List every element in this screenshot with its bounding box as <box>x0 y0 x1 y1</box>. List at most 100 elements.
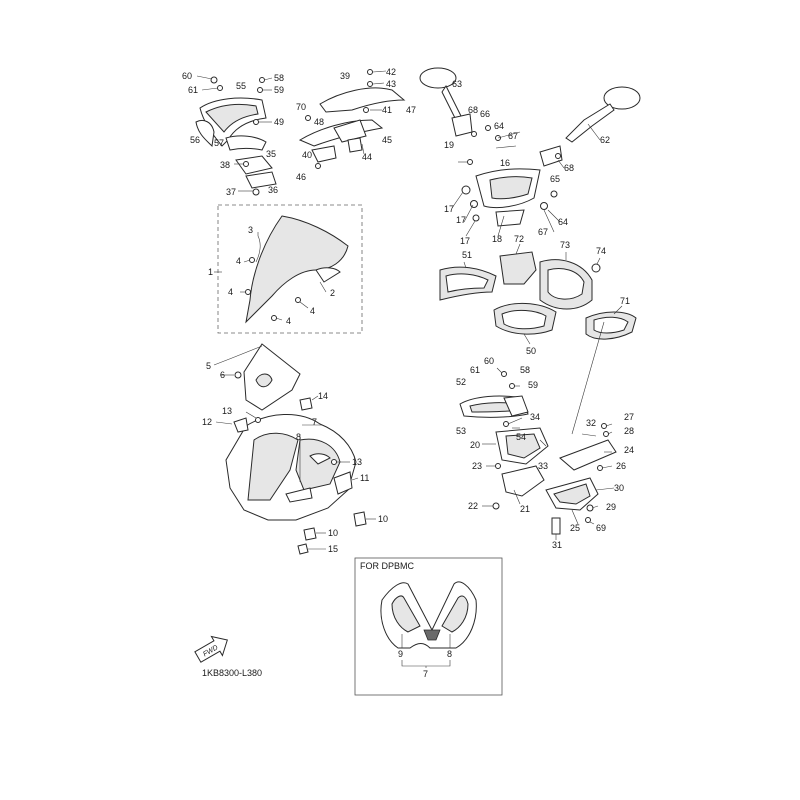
callout-62: 62 <box>600 135 610 145</box>
callout-58: 58 <box>274 73 284 83</box>
callout-18: 18 <box>492 234 502 244</box>
callout-24: 24 <box>624 445 634 455</box>
callout-6: 6 <box>220 370 225 380</box>
callout-4b: 4 <box>228 287 233 297</box>
callout-7: 7 <box>312 417 317 427</box>
callout-10a: 10 <box>378 514 388 524</box>
callout-73: 73 <box>560 240 570 250</box>
callout-16: 16 <box>500 158 510 168</box>
callout-72: 72 <box>514 234 524 244</box>
callout-17a: 17 <box>444 204 454 214</box>
forward-arrow-icon: FWD <box>194 635 228 663</box>
variant-box-title: FOR DPBMC <box>360 561 415 571</box>
callout-59b: 59 <box>528 380 538 390</box>
callout-49: 49 <box>274 117 284 127</box>
side-panel-group <box>459 367 617 540</box>
callout-74: 74 <box>596 246 606 256</box>
callout-58b: 58 <box>520 365 530 375</box>
callout-42: 42 <box>386 67 396 77</box>
callout-56: 56 <box>190 135 200 145</box>
callout-13a: 13 <box>222 406 232 416</box>
callout-22: 22 <box>468 501 478 511</box>
callout-36: 36 <box>268 185 278 195</box>
callout-7-variant: 7 <box>423 669 428 679</box>
callout-46: 46 <box>296 172 306 182</box>
callout-4c: 4 <box>310 306 315 316</box>
callout-21: 21 <box>520 504 530 514</box>
diagram-code: 1KB8300-L380 <box>202 668 262 678</box>
callout-13b: 13 <box>352 457 362 467</box>
callout-4d: 4 <box>286 316 291 326</box>
callout-31: 31 <box>552 540 562 550</box>
callout-59: 59 <box>274 85 284 95</box>
variant-box: FOR DPBMC <box>354 557 503 696</box>
callout-47: 47 <box>406 105 416 115</box>
callout-64: 64 <box>494 121 504 131</box>
callout-66: 66 <box>480 109 490 119</box>
callout-50: 50 <box>526 346 536 356</box>
callout-69: 69 <box>596 523 606 533</box>
callout-29: 29 <box>606 502 616 512</box>
callout-41: 41 <box>382 105 392 115</box>
callout-19: 19 <box>444 140 454 150</box>
callout-23: 23 <box>472 461 482 471</box>
windscreen-group <box>214 204 363 334</box>
callout-8-variant: 8 <box>447 649 452 659</box>
front-cowling-group <box>213 343 376 555</box>
callout-11: 11 <box>360 473 369 483</box>
callout-43: 43 <box>386 79 396 89</box>
callout-1: 1 <box>208 267 213 277</box>
callout-67: 67 <box>508 131 518 141</box>
callout-4a: 4 <box>236 256 241 266</box>
callout-51: 51 <box>462 250 472 260</box>
callout-57: 57 <box>214 138 224 148</box>
callout-44: 44 <box>362 152 372 162</box>
callout-25: 25 <box>570 523 580 533</box>
callout-30: 30 <box>614 483 624 493</box>
callout-26: 26 <box>616 461 626 471</box>
callout-68b: 68 <box>564 163 574 173</box>
callout-32: 32 <box>586 418 596 428</box>
callout-67b: 67 <box>538 227 548 237</box>
callout-54: 54 <box>516 432 526 442</box>
callout-17b: 17 <box>456 215 466 225</box>
callout-3: 3 <box>248 225 253 235</box>
air-duct-group <box>439 243 637 435</box>
callout-28: 28 <box>624 426 634 436</box>
callout-61: 61 <box>188 85 198 95</box>
callout-27: 27 <box>624 412 634 422</box>
callout-71: 71 <box>620 296 630 306</box>
callout-60b: 60 <box>484 356 494 366</box>
callout-38: 38 <box>220 160 230 170</box>
callout-20: 20 <box>470 440 480 450</box>
callout-labels: 60 61 55 58 59 49 56 57 35 38 36 37 39 4… <box>182 67 634 679</box>
callout-65: 65 <box>550 174 560 184</box>
callout-39: 39 <box>340 71 350 81</box>
callout-53: 53 <box>456 426 466 436</box>
callout-15: 15 <box>328 544 338 554</box>
callout-55: 55 <box>236 81 246 91</box>
callout-48: 48 <box>314 117 324 127</box>
callout-2: 2 <box>330 288 335 298</box>
callout-52: 52 <box>456 377 466 387</box>
inner-panel-left-group <box>195 75 277 196</box>
callout-34: 34 <box>530 412 540 422</box>
callout-64b: 64 <box>558 217 568 227</box>
callout-63: 63 <box>452 79 462 89</box>
callout-17c: 17 <box>460 236 470 246</box>
callout-61b: 61 <box>470 365 480 375</box>
callout-5: 5 <box>206 361 211 371</box>
mirror-stay-group <box>419 67 641 237</box>
callout-10b: 10 <box>328 528 338 538</box>
callout-14: 14 <box>318 391 328 401</box>
callout-70: 70 <box>296 102 306 112</box>
meter-bracket-group <box>298 69 406 169</box>
callout-60: 60 <box>182 71 192 81</box>
callout-37: 37 <box>226 187 236 197</box>
callout-33: 33 <box>538 461 548 471</box>
callout-8: 8 <box>296 432 301 442</box>
callout-40: 40 <box>302 150 312 160</box>
callout-35: 35 <box>266 149 276 159</box>
callout-45: 45 <box>382 135 392 145</box>
